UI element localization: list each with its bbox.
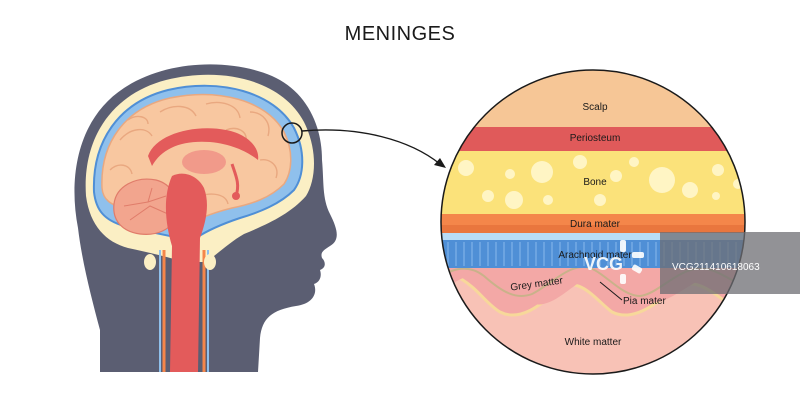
zoom-circle-outline xyxy=(440,69,746,375)
bone-layer xyxy=(441,150,745,214)
spinal-canal-csf xyxy=(159,250,209,372)
corpus-callosum xyxy=(148,128,259,166)
bone-spots xyxy=(458,155,743,209)
watermark-id-box xyxy=(660,232,800,294)
label-bone: Bone xyxy=(583,177,607,188)
periosteum-layer xyxy=(441,126,745,151)
label-periosteum: Periosteum xyxy=(570,133,621,144)
label-white-matter: White matter xyxy=(565,337,622,348)
cerebellum-folia xyxy=(123,187,169,221)
arachnoid-membrane xyxy=(441,232,745,240)
head-illustration xyxy=(74,64,337,372)
watermark-id: VCG211410618063 xyxy=(672,262,760,273)
spinal-canal-edges xyxy=(162,250,206,372)
thalamus xyxy=(182,150,226,174)
label-dura-mater: Dura mater xyxy=(570,219,621,230)
watermark-logo: VCG xyxy=(584,240,644,284)
watermark-logo-icon xyxy=(620,240,644,284)
label-scalp: Scalp xyxy=(582,102,607,113)
watermark-logo-text: VCG xyxy=(584,254,623,274)
zoom-marker xyxy=(281,122,303,144)
watermark: VCG VCG211410618063 xyxy=(584,232,800,294)
pointer-arrow xyxy=(301,129,446,168)
pituitary-gland xyxy=(232,192,240,200)
spinal-cord xyxy=(165,173,207,372)
page-title: MENINGES xyxy=(345,23,456,45)
pia-mater-leader xyxy=(599,281,623,301)
label-pia-mater: Pia mater xyxy=(623,296,666,307)
dura-mater-shade xyxy=(441,225,745,233)
vertebrae xyxy=(144,254,216,270)
label-arachnoid-mater: Arachnoid mater xyxy=(558,250,632,261)
